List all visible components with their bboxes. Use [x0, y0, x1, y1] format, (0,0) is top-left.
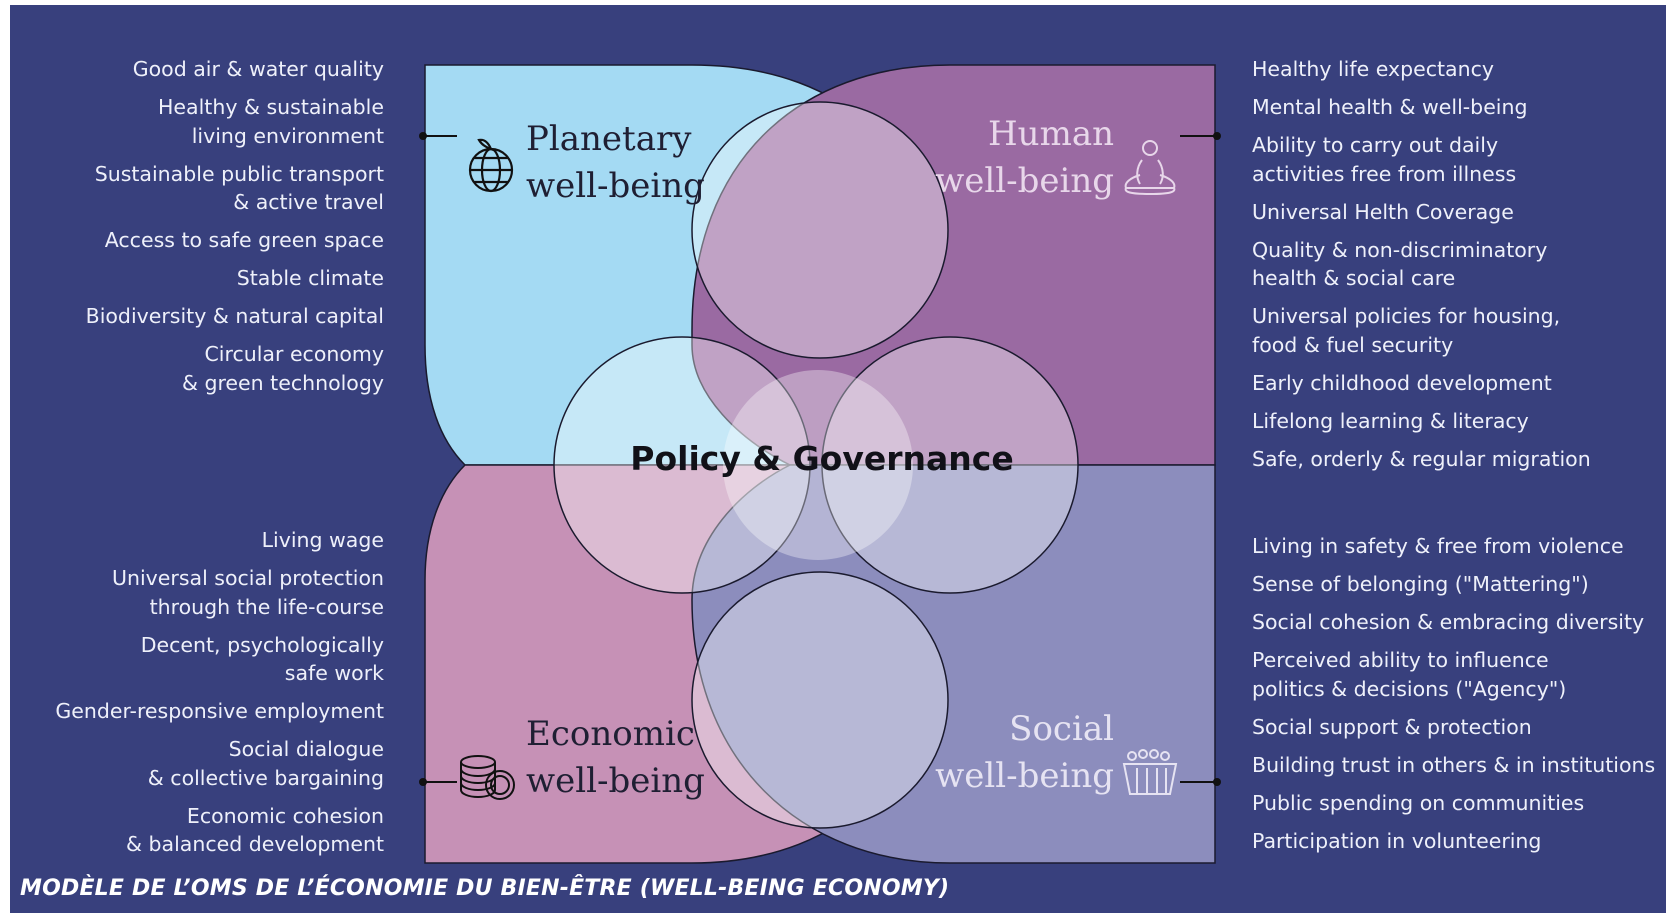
planetary-item: Circular economy & green technology — [181, 342, 384, 395]
human-item: Mental health & well-being — [1252, 95, 1528, 119]
social-title-line1: Social — [1009, 709, 1114, 749]
planetary-item: Stable climate — [236, 266, 384, 290]
human-item: Ability to carry out daily activities fr… — [1252, 133, 1517, 186]
coins-icon — [460, 755, 515, 800]
planetary-item: Sustainable public transport & active tr… — [94, 161, 384, 215]
economic-item: Social dialogue & collective bargaining — [147, 737, 384, 790]
social-item: Building trust in others & in institutio… — [1252, 752, 1656, 777]
planetary-item: Good air & water quality — [132, 57, 384, 81]
meditation-icon — [1124, 140, 1176, 196]
globe-icon — [468, 138, 514, 193]
human-item: Lifelong learning & literacy — [1252, 408, 1529, 433]
social-connector-dot — [1213, 778, 1221, 786]
circle-left — [553, 336, 811, 594]
social-item: Living in safety & free from violence — [1252, 534, 1624, 558]
planetary-title-line2: well-being — [526, 166, 705, 206]
planetary-item: Healthy & sustainable living environment — [158, 95, 384, 148]
economic-title-line2: well-being — [526, 761, 705, 801]
economic-item: Gender-responsive employment — [55, 699, 384, 723]
human-item: Quality & non-discriminatory health & so… — [1252, 237, 1548, 291]
economic-connector-dot — [419, 778, 427, 786]
social-title-line2: well-being — [935, 756, 1114, 796]
economic-title-line1: Economic — [526, 714, 695, 754]
human-item: Universal Helth Coverage — [1252, 199, 1514, 224]
center-label: Policy & Governance — [630, 439, 1013, 478]
center-overlap — [723, 370, 913, 560]
planetary-item: Access to safe green space — [104, 228, 384, 252]
human-quadrant — [691, 64, 1216, 466]
human-connector-dot — [1213, 132, 1221, 140]
economic-item: Universal social protection through the … — [111, 566, 384, 619]
human-title-line2: well-being — [935, 161, 1114, 201]
planetary-title-line1: Planetary — [526, 119, 692, 159]
social-item: Social cohesion & embracing diversity — [1252, 610, 1645, 634]
social-item: Social support & protection — [1252, 714, 1532, 739]
planetary-item: Biodiversity & natural capital — [85, 304, 384, 328]
human-title-line1: Human — [988, 114, 1114, 154]
social-item: Participation in volunteering — [1252, 828, 1542, 853]
figure-caption: MODÈLE DE L’OMS DE L’ÉCONOMIE DU BIEN-ÊT… — [20, 876, 950, 901]
economic-item: Living wage — [261, 528, 384, 552]
circle-bottom — [691, 571, 949, 829]
circle-top — [691, 101, 949, 359]
economic-item: Decent, psychologically safe work — [140, 632, 384, 686]
people-group-icon — [1122, 749, 1178, 795]
planetary-connector-dot — [419, 132, 427, 140]
social-item: Sense of belonging ("Mattering") — [1252, 572, 1589, 596]
circle-right — [821, 336, 1079, 594]
human-item: Universal policies for housing, food & f… — [1252, 304, 1561, 357]
social-item: Perceived ability to influence politics … — [1252, 648, 1567, 701]
human-item: Healthy life expectancy — [1252, 57, 1494, 81]
human-item: Safe, orderly & regular migration — [1252, 446, 1591, 471]
social-item: Public spending on communities — [1252, 790, 1585, 815]
economic-item: Economic cohesion & balanced development — [126, 803, 384, 857]
social-quadrant — [691, 464, 1216, 864]
human-item: Early childhood development — [1252, 370, 1552, 395]
